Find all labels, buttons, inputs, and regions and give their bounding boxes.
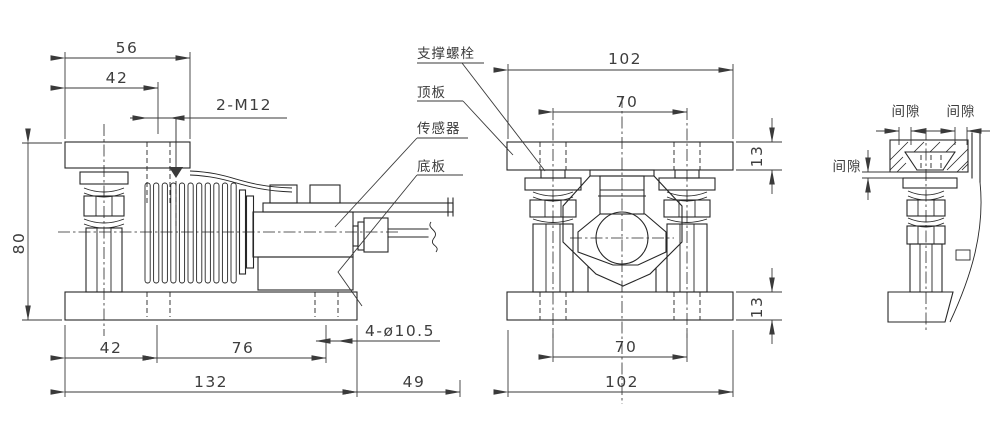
detail-top-plate-section [889,139,969,173]
label-sensor: 传感器 [417,120,461,137]
side-bellows [144,182,255,284]
section-hatching [889,141,969,173]
dim-side-top-width: 56 [116,39,139,57]
side-cable [387,228,429,238]
front-bottom-plate [506,291,734,321]
dim-bottom-plate-thickness: 13 [748,296,766,319]
dim-side-top-hole-offset: 42 [106,69,129,87]
dim-base-hole-callout: 4-ø10.5 [365,322,435,340]
front-sensor-bore-circle [595,211,649,265]
label-support-bolt: 支撑螺栓 [417,46,475,62]
front-left-support-bolt [524,169,582,293]
label-gap-top-left: 间隙 [892,104,921,120]
side-view [58,118,454,336]
side-view-dimensions: 56 42 2-M12 80 42 76 4-ø10.5 132 49 [10,39,461,397]
label-top-plate: 顶板 [417,85,446,101]
dim-base-hole-offset: 42 [100,339,123,357]
callout-labels: 支撑螺栓 顶板 传感器 底板 [334,46,546,307]
leader-support-bolt [461,62,546,172]
side-support-bolt [79,171,129,293]
cable-break-symbol [429,221,438,253]
front-sensor-end-view [562,169,683,293]
front-view-dimensions: 102 70 13 13 70 102 [493,50,782,397]
detail-bottom-plate [887,291,954,323]
side-bottom-plate [64,291,358,321]
leader-sensor [334,137,418,228]
side-m12-hole-hidden-lines [146,142,171,205]
side-link-arm [189,170,293,193]
dim-cable-overhang: 49 [403,373,426,391]
dim-front-top-hole-spacing: 70 [616,93,639,111]
side-sensor-body [189,170,454,291]
leader-bottom-plate [337,174,418,307]
front-hole-hidden-lines [539,142,701,320]
label-gap-side: 间隙 [833,159,862,175]
side-top-plate [64,141,191,169]
dim-module-height: 80 [10,232,28,255]
load-direction-arrow [169,118,183,228]
dim-front-bottom-hole-spacing: 70 [615,338,638,356]
detail-vessel-bracket [949,132,982,323]
label-gap-top-right: 间隙 [947,104,976,120]
detail-support-bolt [902,177,958,293]
front-bellows-octagon [577,213,667,266]
label-bottom-plate: 底板 [417,159,446,175]
front-view [506,96,734,404]
side-cable-gland [352,217,438,253]
leader-top-plate [462,100,514,156]
dim-base-length: 132 [194,373,228,391]
dim-front-bottom-width: 102 [605,373,639,391]
dim-thread-callout: 2-M12 [216,96,272,114]
front-right-support-bolt [658,169,716,293]
dim-base-hole-spacing: 76 [232,339,255,357]
front-bolt-centerlines [552,108,688,338]
dim-top-plate-thickness: 13 [748,145,766,168]
clearance-detail-view: 间隙 间隙 间隙 [833,104,990,332]
detail-gap-dimensions: 间隙 间隙 间隙 [833,104,990,200]
side-base-hole-hidden-lines [146,292,339,317]
dim-front-top-width: 102 [608,50,642,68]
